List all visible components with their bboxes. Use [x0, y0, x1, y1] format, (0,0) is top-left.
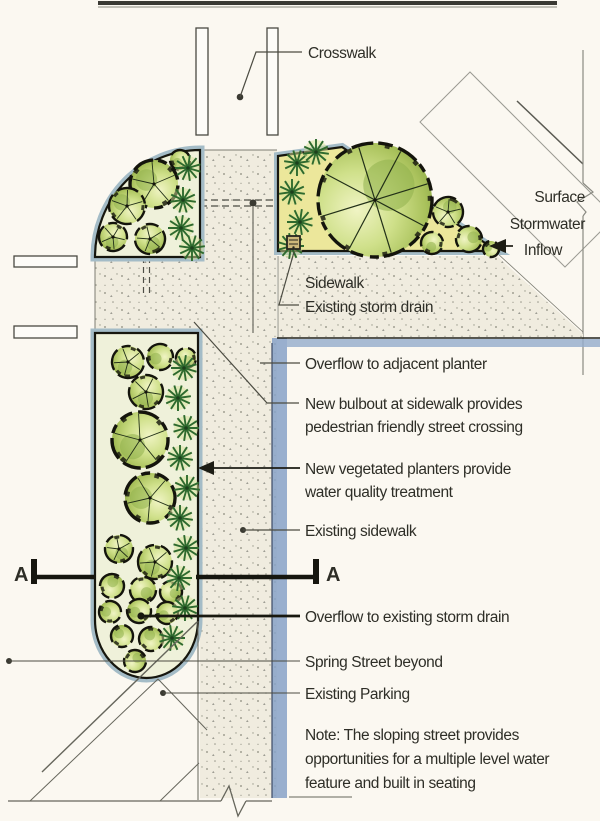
label-existing-storm-drain: Existing storm drain	[305, 299, 433, 316]
label-new-bulbout-2: pedestrian friendly street crossing	[305, 419, 523, 436]
leader-spring-street	[6, 658, 300, 664]
label-surface-2: Stormwater	[510, 216, 585, 233]
label-surface-1: Surface	[534, 189, 585, 206]
tree	[97, 599, 123, 625]
grass-plant	[169, 186, 197, 213]
grass-plant	[166, 504, 194, 531]
tree	[98, 572, 126, 600]
parking-area-lines	[8, 621, 352, 818]
grass-plant	[283, 150, 311, 177]
crosswalk-stripe	[266, 27, 279, 136]
leader-crosswalk	[236, 51, 302, 101]
grass-plant	[173, 414, 200, 442]
tree	[454, 224, 484, 254]
grass-plant	[164, 385, 192, 412]
grass-plant	[170, 354, 197, 382]
leader-new-bulbout	[193, 321, 299, 404]
tree	[133, 222, 167, 256]
grass-plant	[173, 534, 200, 562]
crosswalk-stripes	[13, 27, 279, 339]
leader-storm-drain	[278, 251, 299, 306]
storm-drain-icon	[286, 235, 301, 250]
grass-plant	[159, 624, 186, 652]
label-new-vegetated-1: New vegetated planters provide	[305, 461, 511, 478]
label-note-3: feature and built in seating	[305, 775, 476, 792]
label-sidewalk: Sidewalk	[305, 275, 364, 292]
leader-new-vegetated	[198, 461, 300, 475]
tree	[110, 344, 146, 380]
street-flow-line	[516, 100, 584, 165]
tree	[110, 410, 170, 470]
leader-existing-parking	[160, 690, 300, 696]
label-new-vegetated-2: water quality treatment	[304, 484, 454, 501]
grass-plant	[278, 178, 306, 205]
label-note-1: Note: The sloping street provides	[305, 727, 520, 744]
grass-plant	[286, 208, 313, 236]
grass-plant	[173, 474, 201, 501]
section-label-a-left: A	[14, 564, 28, 586]
tree	[127, 373, 165, 411]
tree	[136, 543, 174, 581]
tree	[419, 230, 445, 256]
tree	[109, 623, 135, 649]
label-existing-sidewalk: Existing sidewalk	[305, 523, 417, 540]
tree	[97, 221, 129, 253]
street-edge-top	[98, 1, 557, 8]
label-overflow-existing: Overflow to existing storm drain	[305, 609, 509, 626]
label-note-2: opportunities for a multiple level water	[305, 751, 549, 768]
grass-plant	[174, 154, 201, 182]
tree	[316, 141, 434, 259]
crosswalk-stripe	[195, 27, 209, 136]
crosswalk-stripe	[13, 255, 78, 268]
label-existing-parking: Existing Parking	[305, 686, 410, 703]
leader-lines	[6, 51, 513, 696]
grass-plant	[166, 444, 194, 471]
street-curb	[271, 337, 600, 798]
tree	[137, 625, 165, 653]
leader-existing-sidewalk	[240, 527, 300, 533]
grass-plant	[302, 138, 330, 165]
tree	[103, 533, 135, 565]
tree	[145, 342, 175, 372]
label-spring-street: Spring Street beyond	[305, 654, 443, 671]
planting	[97, 138, 501, 674]
label-crosswalk: Crosswalk	[308, 45, 377, 62]
label-overflow-adjacent: Overflow to adjacent planter	[305, 356, 487, 373]
grass-plant	[178, 235, 206, 262]
grass-plant	[166, 564, 193, 592]
tree	[107, 186, 147, 226]
storm-pipe-dashed-lines	[142, 199, 278, 333]
tree	[123, 471, 177, 525]
label-surface-3: Inflow	[524, 242, 563, 259]
rotated-block-outline	[419, 71, 600, 268]
leader-inflow-arrow	[489, 239, 513, 253]
match-line-right	[576, 50, 594, 375]
label-new-bulbout-1: New bulbout at sidewalk provides	[305, 396, 523, 413]
grass-plant	[167, 214, 194, 242]
section-marker	[31, 559, 319, 584]
tree	[431, 195, 465, 229]
section-label-a-right: A	[326, 564, 340, 586]
crosswalk-stripe	[13, 325, 78, 339]
leader-overflow-existing	[137, 612, 300, 620]
